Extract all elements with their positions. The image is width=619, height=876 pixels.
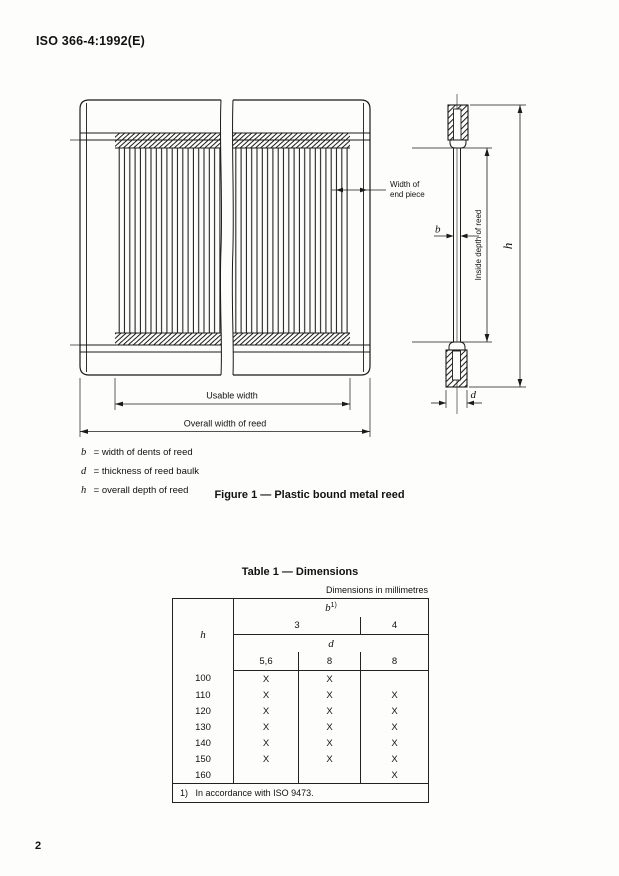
- table-row: 150 X X X: [173, 751, 429, 767]
- cell-mark: [233, 767, 299, 784]
- dents-left: [115, 148, 221, 333]
- header-d: d: [328, 637, 334, 650]
- usable-width-label: Usable width: [206, 391, 258, 401]
- cell-mark: X: [298, 719, 361, 735]
- end-piece-label-line1: Width of: [390, 180, 420, 189]
- cell-mark: [298, 767, 361, 784]
- footnote-text: In accordance with ISO 9473.: [195, 788, 314, 798]
- b-dimension: b: [434, 224, 479, 239]
- cell-mark: X: [359, 719, 429, 735]
- cell-mark: X: [298, 687, 361, 703]
- left-panel-outline: [79, 99, 221, 376]
- table-row: 130 X X X: [173, 719, 429, 735]
- header-d-8a: 8: [298, 652, 361, 671]
- cell-mark: X: [233, 719, 299, 735]
- side-view: [412, 94, 492, 414]
- d-dimension: d: [431, 389, 482, 408]
- table-row: 110 X X X: [173, 687, 429, 703]
- cell-h: 110: [195, 689, 211, 701]
- inside-depth-label: Inside depth of reed: [474, 210, 483, 281]
- end-piece-label-line2: end piece: [390, 190, 425, 199]
- cell-mark: X: [298, 735, 361, 751]
- standard-reference: ISO 366-4:1992(E): [36, 34, 146, 48]
- header-b-4: 4: [359, 617, 429, 635]
- cell-mark: X: [233, 751, 299, 767]
- cell-h: 120: [195, 705, 211, 717]
- cell-mark: X: [359, 687, 429, 703]
- figure-caption: Figure 1 — Plastic bound metal reed: [214, 489, 405, 501]
- table-footnote: 1) In accordance with ISO 9473.: [173, 784, 429, 803]
- overall-width-label: Overall width of reed: [184, 419, 267, 429]
- hatch-bands: [115, 133, 350, 345]
- right-panel-outline: [233, 99, 371, 376]
- legend-item-d: d = thickness of reed baulk: [81, 462, 199, 481]
- cell-mark: X: [359, 767, 429, 784]
- units-note: Dimensions in millimetres: [325, 585, 428, 595]
- cell-h: 100: [195, 673, 211, 685]
- cell-mark: X: [233, 687, 299, 703]
- header-d-56: 5,6: [233, 652, 299, 671]
- legend-item-h: h = overall depth of reed: [81, 481, 199, 500]
- dimensions-table: h b1) 3 4 d 5,6 8 8 100 X X 110: [172, 598, 430, 803]
- h-dimension: h: [469, 104, 526, 388]
- inside-depth-dimension: Inside depth of reed: [474, 148, 490, 342]
- cell-h: 160: [172, 767, 234, 784]
- cell-mark: X: [298, 751, 361, 767]
- cell-mark: X: [359, 751, 429, 767]
- usable-width-dimension: Usable width: [114, 378, 351, 410]
- dents-right: [232, 148, 350, 333]
- legend-item-b: b = width of dents of reed: [81, 443, 199, 462]
- legend-text-b: = width of dents of reed: [93, 447, 193, 458]
- overall-width-dimension: Overall width of reed: [79, 378, 371, 437]
- d-label: d: [471, 389, 477, 401]
- end-piece-dimension: Width of end piece: [332, 180, 425, 199]
- cell-h: 140: [195, 737, 211, 749]
- bottom-baulk-slot: [452, 350, 461, 381]
- bottom-baulk-bulge: [448, 341, 466, 351]
- figure-legend: b = width of dents of reed d = thickness…: [81, 443, 199, 500]
- top-baulk-bulge: [449, 139, 467, 149]
- legend-symbol-b: b: [81, 447, 87, 458]
- header-b: b1): [325, 601, 337, 615]
- table-row: 120 X X X: [173, 703, 429, 719]
- legend-text-h: = overall depth of reed: [93, 485, 189, 496]
- front-view: [70, 99, 371, 376]
- table-row: 140 X X X: [173, 735, 429, 751]
- top-baulk-slot: [453, 108, 462, 141]
- figure-drawing: Width of end piece Usable width Overall …: [70, 94, 526, 437]
- header-b-3: 3: [233, 617, 361, 635]
- cell-h: 130: [195, 721, 211, 733]
- header-d-8b: 8: [359, 652, 429, 671]
- table-row: 100 X X: [173, 670, 429, 687]
- cell-mark: X: [298, 703, 361, 719]
- legend-symbol-h: h: [81, 485, 87, 496]
- cell-mark: X: [359, 703, 429, 719]
- cell-mark: X: [233, 670, 299, 687]
- legend-symbol-d: d: [81, 466, 87, 477]
- cell-mark: X: [233, 703, 299, 719]
- page-number: 2: [35, 840, 42, 852]
- header-h: h: [172, 598, 234, 671]
- legend-text-d: = thickness of reed baulk: [93, 466, 199, 477]
- cell-mark: X: [298, 670, 361, 687]
- cell-h: 150: [195, 753, 211, 765]
- b-label: b: [435, 224, 441, 236]
- cell-mark: X: [359, 735, 429, 751]
- cell-mark: [359, 670, 429, 687]
- table-row: 160 X: [172, 767, 429, 784]
- table-title: Table 1 — Dimensions: [241, 566, 359, 578]
- cell-mark: X: [233, 735, 299, 751]
- h-label: h: [500, 243, 515, 250]
- footnote-marker: 1): [180, 788, 189, 798]
